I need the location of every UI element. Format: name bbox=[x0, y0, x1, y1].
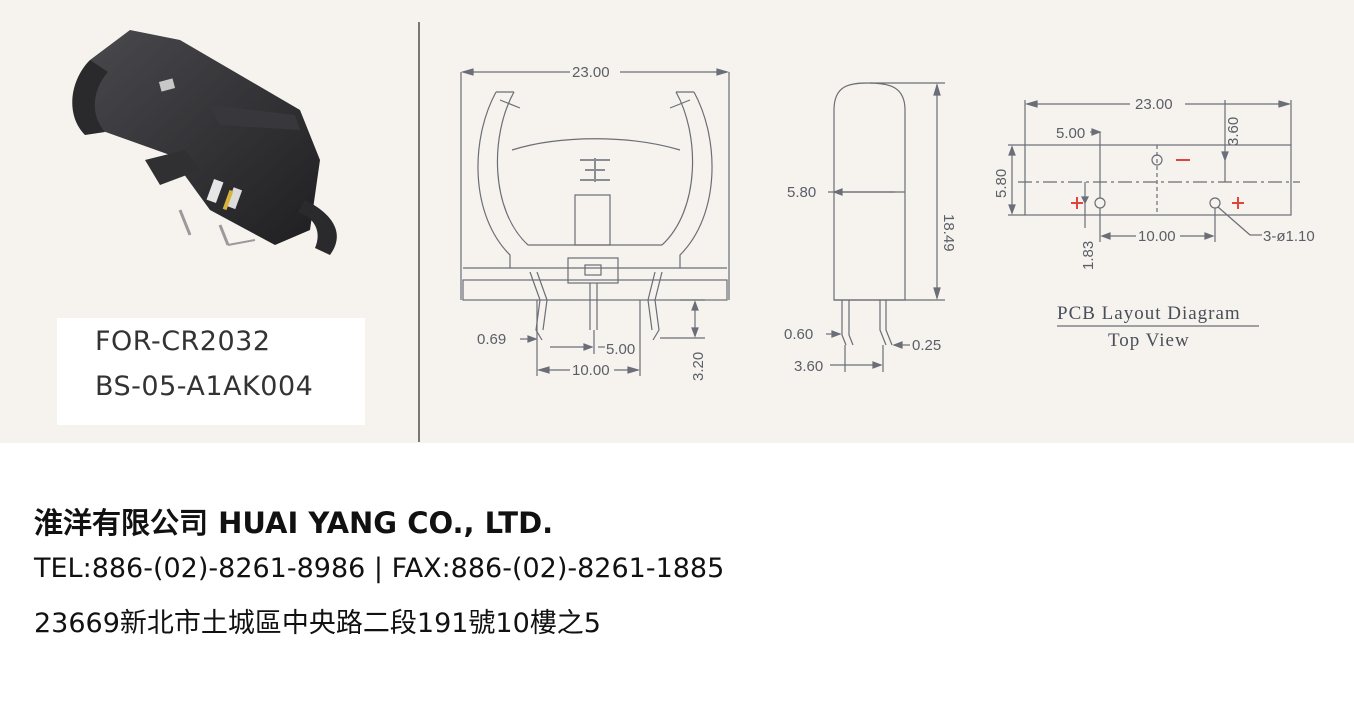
contact-info: TEL:886-(02)-8261-8986 | FAX:886-(02)-82… bbox=[34, 553, 725, 584]
product-part-number: BS-05-A1AK004 bbox=[95, 371, 314, 402]
pcb-width-dim: 23.00 bbox=[1135, 96, 1173, 113]
pcb-hole-spacing-dim: 10.00 bbox=[1138, 228, 1176, 245]
front-pin-length-dim: 3.20 bbox=[690, 352, 707, 381]
side-pin-width-dim: 0.60 bbox=[784, 326, 813, 343]
pcb-bottom-offset-dim: 1.83 bbox=[1080, 241, 1097, 270]
pcb-height-dim: 5.80 bbox=[993, 169, 1010, 198]
side-height-dim: 18.49 bbox=[940, 214, 957, 252]
pcb-layout-subtitle: Top View bbox=[1108, 330, 1190, 351]
company-address: 23669新北市土城區中央路二段191號10樓之5 bbox=[34, 608, 601, 639]
company-name: 淮洋有限公司 HUAI YANG CO., LTD. bbox=[34, 506, 554, 540]
panel-divider bbox=[418, 22, 420, 442]
product-label: FOR-CR2032 BS-05-A1AK004 bbox=[57, 318, 365, 425]
front-pin-spacing-inner-dim: 5.00 bbox=[606, 341, 635, 358]
front-pin-spacing-dim: 10.00 bbox=[572, 362, 610, 379]
pcb-layout-view bbox=[1008, 100, 1300, 327]
side-pin-offset-dim: 3.60 bbox=[794, 358, 823, 375]
side-pin-thickness-dim: 0.25 bbox=[912, 337, 941, 354]
front-view bbox=[460, 68, 730, 376]
product-model: FOR-CR2032 bbox=[95, 326, 271, 357]
side-base-height-dim: 5.80 bbox=[787, 184, 816, 201]
technical-drawing: 23.00 0.69 5.00 10.00 3.20 5.80 18.49 0.… bbox=[460, 64, 1315, 381]
front-width-dim: 23.00 bbox=[572, 64, 610, 81]
side-view bbox=[826, 82, 945, 372]
pcb-offset-x-dim: 5.00 bbox=[1056, 125, 1085, 142]
pcb-holes-dim: 3-ø1.10 bbox=[1263, 228, 1315, 245]
pcb-offset-y-dim: 3.60 bbox=[1225, 117, 1242, 146]
pcb-layout-title: PCB Layout Diagram bbox=[1057, 303, 1241, 324]
front-pin-width-dim: 0.69 bbox=[477, 331, 506, 348]
product-photo bbox=[72, 30, 337, 255]
